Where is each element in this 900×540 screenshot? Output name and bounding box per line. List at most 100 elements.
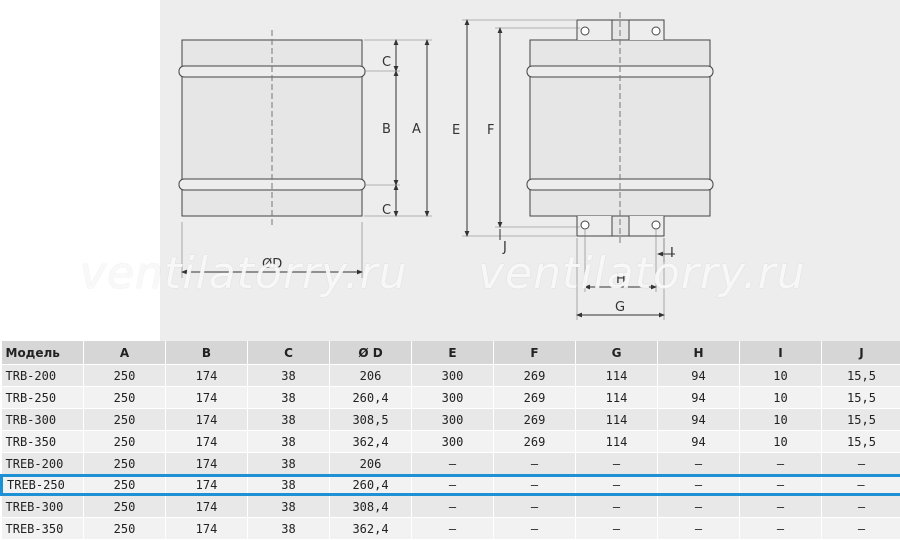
bottom-foot-hole-right: [652, 221, 660, 229]
header-i: I: [740, 341, 822, 365]
header-h: H: [658, 341, 740, 365]
cell-value: 94: [658, 387, 740, 409]
label-c-top: C: [382, 55, 391, 70]
cell-value: –: [576, 495, 658, 518]
cell-value: 260,4: [330, 476, 412, 495]
cell-value: 174: [166, 495, 248, 518]
bottom-foot-hole-left: [581, 221, 589, 229]
cell-value: –: [740, 518, 822, 540]
cell-model: TRB-350: [2, 431, 84, 453]
watermark-right: ventilatorry.ru: [478, 248, 806, 299]
cell-value: 250: [84, 431, 166, 453]
cell-value: –: [576, 518, 658, 540]
cell-value: 15,5: [822, 409, 900, 431]
watermark-left: ventilatorry.ru: [80, 248, 408, 299]
cell-value: 94: [658, 431, 740, 453]
cell-value: 114: [576, 431, 658, 453]
cell-value: 38: [248, 495, 330, 518]
cell-value: 250: [84, 453, 166, 476]
left-view: [179, 30, 432, 278]
header-b: B: [166, 341, 248, 365]
cell-value: –: [740, 495, 822, 518]
cell-value: 94: [658, 409, 740, 431]
cell-value: 10: [740, 365, 822, 387]
header-d: Ø D: [330, 341, 412, 365]
header-model: Модель: [2, 341, 84, 365]
cell-value: –: [658, 453, 740, 476]
cell-value: 300: [412, 387, 494, 409]
cell-value: 300: [412, 365, 494, 387]
cell-value: 38: [248, 365, 330, 387]
label-a: A: [412, 122, 421, 137]
cell-value: 250: [84, 495, 166, 518]
cell-value: –: [822, 453, 900, 476]
cell-value: 260,4: [330, 387, 412, 409]
cell-value: 269: [494, 387, 576, 409]
cell-value: –: [658, 476, 740, 495]
cell-value: –: [576, 453, 658, 476]
cell-value: –: [576, 476, 658, 495]
cell-value: –: [494, 476, 576, 495]
cell-value: 206: [330, 453, 412, 476]
cell-model: TREB-350: [2, 518, 84, 540]
cell-value: 362,4: [330, 518, 412, 540]
cell-value: 38: [248, 453, 330, 476]
cell-value: 174: [166, 453, 248, 476]
header-g: G: [576, 341, 658, 365]
cell-value: 174: [166, 431, 248, 453]
cell-value: 174: [166, 476, 248, 495]
cell-value: 174: [166, 518, 248, 540]
cell-model: TRB-250: [2, 387, 84, 409]
label-e: E: [452, 123, 460, 138]
cell-value: 308,5: [330, 409, 412, 431]
cell-value: 269: [494, 431, 576, 453]
cell-value: 15,5: [822, 431, 900, 453]
cell-value: 38: [248, 476, 330, 495]
cell-model: TRB-200: [2, 365, 84, 387]
top-foot-hole-right: [652, 27, 660, 35]
cell-value: –: [412, 495, 494, 518]
cell-value: 94: [658, 365, 740, 387]
cell-value: 15,5: [822, 365, 900, 387]
cell-value: –: [740, 476, 822, 495]
cell-value: –: [412, 453, 494, 476]
header-j: J: [822, 341, 900, 365]
cell-value: 10: [740, 431, 822, 453]
cell-value: 362,4: [330, 431, 412, 453]
cell-value: 250: [84, 518, 166, 540]
cell-value: –: [658, 518, 740, 540]
label-c-bottom: C: [382, 203, 391, 218]
cell-value: 174: [166, 387, 248, 409]
top-foot-hole-left: [581, 27, 589, 35]
cell-value: 250: [84, 409, 166, 431]
cell-value: 38: [248, 518, 330, 540]
cell-value: 308,4: [330, 495, 412, 518]
cell-value: –: [822, 495, 900, 518]
label-f: F: [487, 123, 494, 138]
header-f: F: [494, 341, 576, 365]
cell-value: –: [740, 453, 822, 476]
cell-value: 114: [576, 387, 658, 409]
table-header-row: Модель A B C Ø D E F G H I J: [2, 341, 900, 365]
header-e: E: [412, 341, 494, 365]
cell-value: 300: [412, 431, 494, 453]
cell-value: –: [494, 518, 576, 540]
cell-value: –: [822, 518, 900, 540]
cell-value: 174: [166, 365, 248, 387]
cell-value: 206: [330, 365, 412, 387]
cell-model: TREB-250: [2, 476, 84, 495]
cell-value: 10: [740, 387, 822, 409]
cell-value: –: [822, 476, 900, 495]
cell-value: 38: [248, 431, 330, 453]
cell-value: 269: [494, 365, 576, 387]
